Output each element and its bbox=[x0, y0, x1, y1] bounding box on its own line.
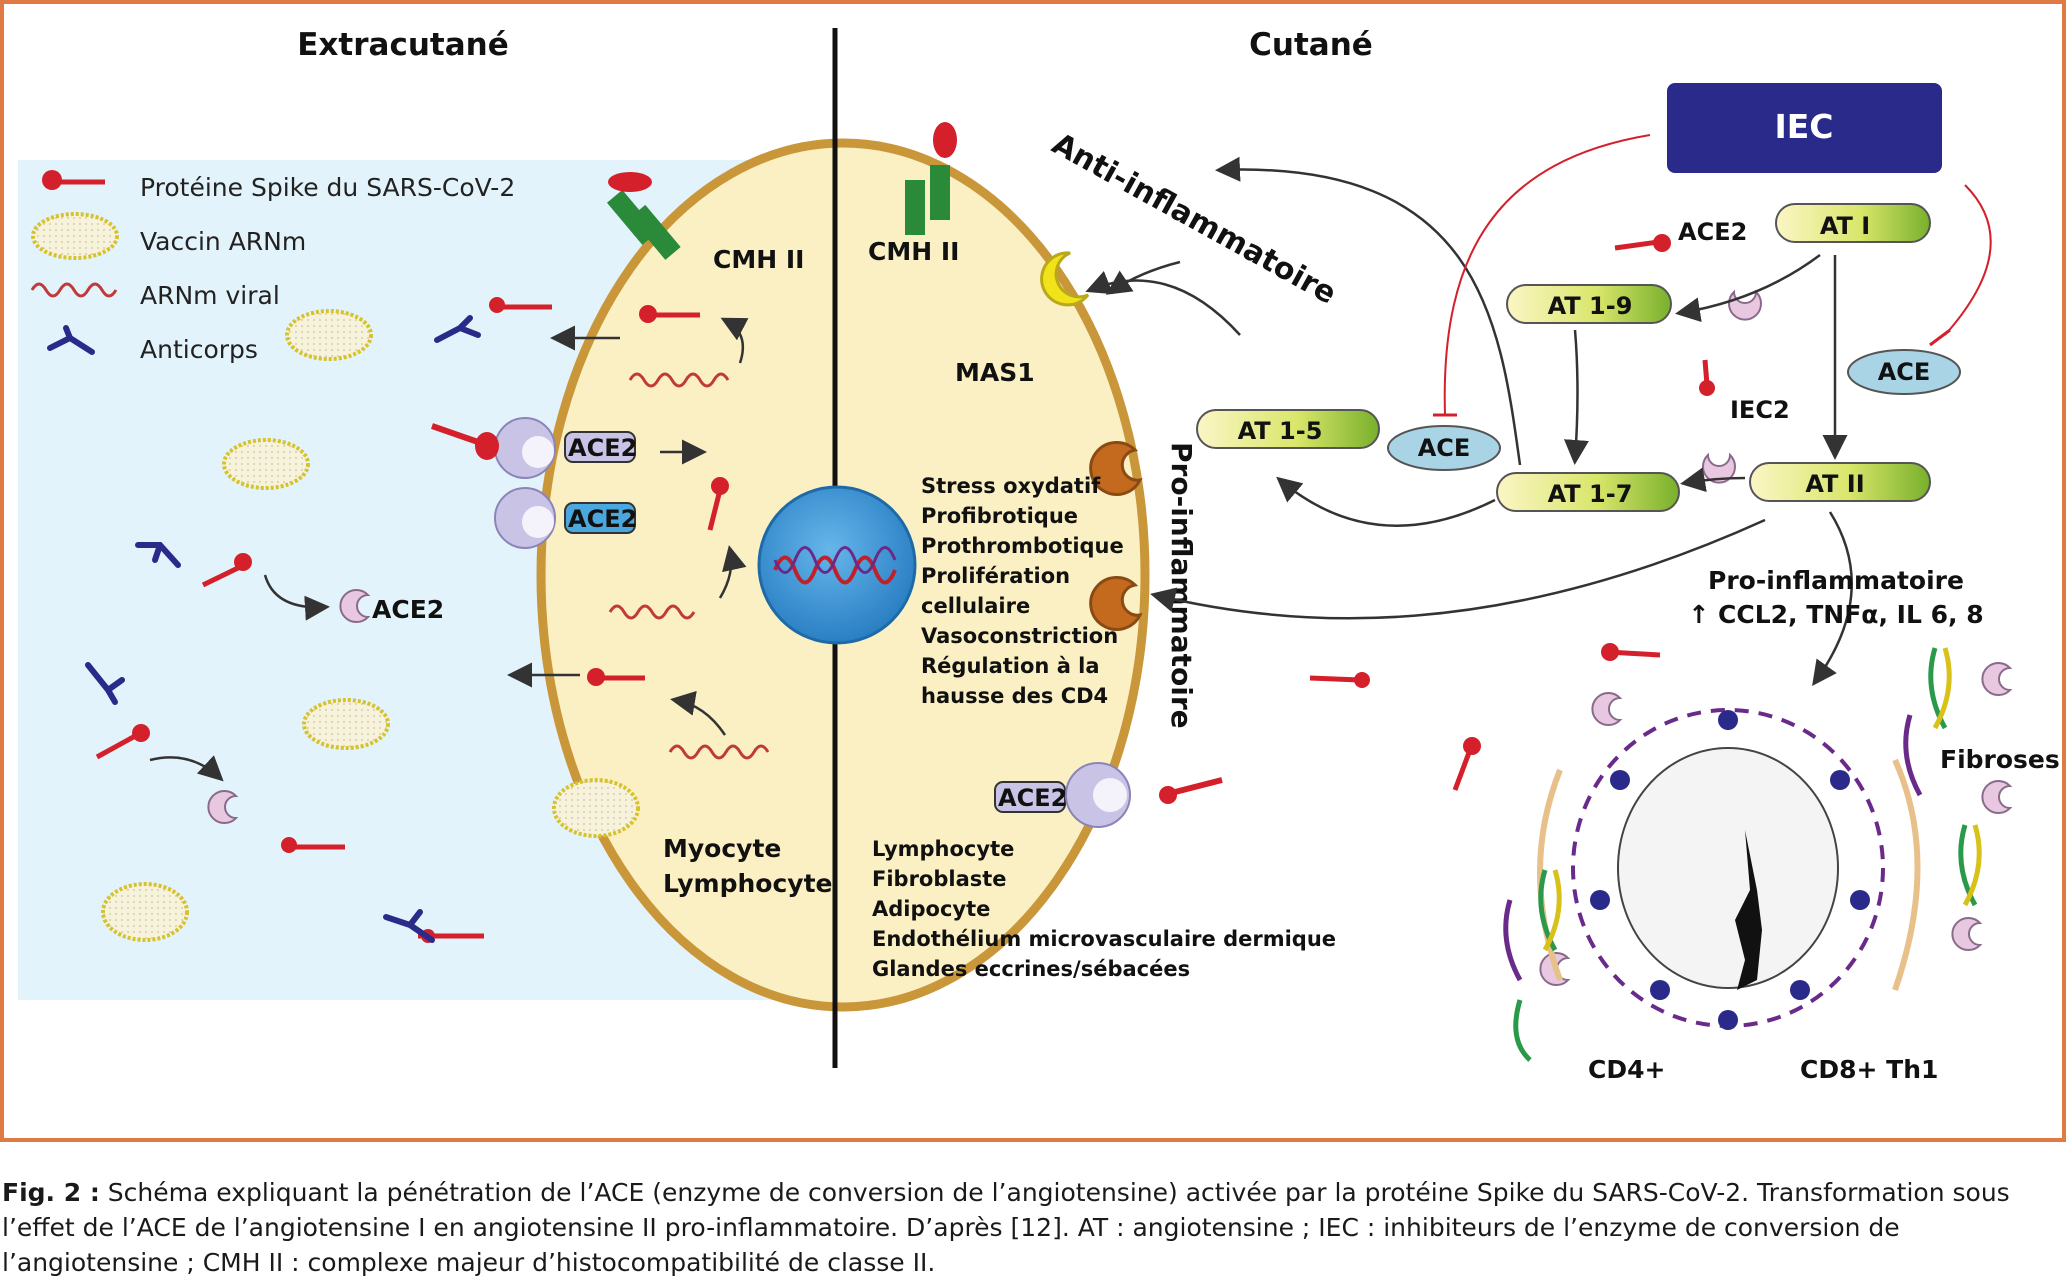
label-ace2-membrane: ACE2 bbox=[998, 784, 1067, 812]
spike-proteins bbox=[95, 234, 1715, 943]
heading-cutane: Cutané bbox=[1249, 27, 1373, 63]
effect-item: Profibrotique bbox=[921, 504, 1078, 528]
cell-type-item: Endothélium microvasculaire dermique bbox=[872, 927, 1336, 951]
free-ace2-icon bbox=[339, 589, 371, 623]
receptor-brown-1-icon bbox=[1089, 440, 1143, 496]
effect-item: Prolifération bbox=[921, 564, 1070, 588]
pill-at15: AT 1-5 bbox=[1196, 409, 1380, 449]
receptor-brown-2-icon bbox=[1089, 575, 1143, 631]
legend-label-spike: Protéine Spike du SARS-CoV-2 bbox=[140, 173, 515, 202]
pill-at1: AT I bbox=[1775, 203, 1931, 243]
ace2-receptor-membrane bbox=[994, 762, 1223, 828]
antibodies bbox=[85, 315, 481, 943]
mhc-ii-left-icon bbox=[606, 172, 681, 260]
collagen-helices bbox=[1503, 647, 1982, 1062]
antibody-icon bbox=[47, 325, 95, 355]
effect-item: cellulaire bbox=[921, 594, 1030, 618]
label-iec2: IEC2 bbox=[1730, 396, 1790, 424]
nucleus bbox=[757, 485, 917, 645]
vaccine-particles bbox=[101, 309, 640, 942]
figure-caption: Fig. 2 : Schéma expliquant la pénétratio… bbox=[2, 1175, 2062, 1280]
fibrosis-arc-right bbox=[1892, 758, 1921, 991]
label-mas1: MAS1 bbox=[955, 358, 1035, 387]
label-at17: AT 1-7 bbox=[1548, 480, 1633, 508]
label-fibroses: Fibroses bbox=[1940, 745, 2060, 774]
viral-mrna-icon bbox=[30, 282, 118, 298]
ace-oval-b: ACE bbox=[1847, 349, 1961, 395]
legend-label-vaccine: Vaccin ARNm bbox=[140, 227, 306, 256]
legend-label-antibody: Anticorps bbox=[140, 335, 258, 364]
left-arrows bbox=[149, 317, 749, 782]
legend: Protéine Spike du SARS-CoV-2 Vaccin ARNm… bbox=[30, 170, 515, 364]
cell-type-item: Fibroblaste bbox=[872, 867, 1007, 891]
label-cmh-left: CMH II bbox=[713, 245, 804, 274]
legend-label-viral-mrna: ARNm viral bbox=[140, 281, 280, 310]
pathway-arrows bbox=[1085, 156, 1853, 687]
label-at1: AT I bbox=[1820, 212, 1870, 240]
label-ace2-2: ACE2 bbox=[568, 505, 637, 533]
spike-protein-icon bbox=[42, 170, 105, 190]
label-at2: AT II bbox=[1805, 470, 1864, 498]
inhibition-lines bbox=[1433, 134, 1992, 417]
label-cd8: CD8+ Th1 bbox=[1800, 1055, 1938, 1084]
label-iec: IEC bbox=[1774, 107, 1833, 146]
cell-type-item: Lymphocyte bbox=[872, 837, 1014, 861]
mas1-receptor-icon bbox=[1040, 251, 1090, 307]
cell-types-list: Lymphocyte Fibroblaste Adipocyte Endothé… bbox=[872, 837, 1336, 981]
label-ace-b: ACE bbox=[1878, 358, 1931, 386]
label-at15: AT 1-5 bbox=[1238, 417, 1323, 445]
heading-extracutane: Extracutané bbox=[297, 27, 508, 63]
effect-item: hausse des CD4 bbox=[921, 684, 1108, 708]
viral-mrna-strands bbox=[608, 372, 770, 760]
effect-item: Vasoconstriction bbox=[921, 624, 1118, 648]
effect-item: Régulation à la bbox=[921, 654, 1100, 678]
label-cmh-right: CMH II bbox=[868, 237, 959, 266]
pill-at17: AT 1-7 bbox=[1496, 472, 1680, 512]
label-ace2-1: ACE2 bbox=[568, 434, 637, 462]
pill-at2: AT II bbox=[1749, 462, 1931, 502]
label-pro-inflam-title: Pro-inflammatoire bbox=[1708, 566, 1964, 595]
iec-box bbox=[1667, 83, 1942, 173]
label-ace2-free: ACE2 bbox=[372, 595, 444, 624]
effect-item: Prothrombotique bbox=[921, 534, 1124, 558]
label-pro-inflam-cytokines: ↑ CCL2, TNFα, IL 6, 8 bbox=[1688, 600, 1983, 629]
label-ace2-right: ACE2 bbox=[1678, 218, 1747, 246]
effect-item: Stress oxydatif bbox=[921, 474, 1101, 498]
ace2-receptor-1 bbox=[431, 417, 636, 479]
cell-type-item: Adipocyte bbox=[872, 897, 990, 921]
label-cell-left-1: Myocyte bbox=[663, 834, 781, 863]
label-ace-a: ACE bbox=[1418, 434, 1471, 462]
caption-lead: Fig. 2 : bbox=[2, 1178, 100, 1207]
mrna-vaccine-icon bbox=[31, 212, 119, 260]
cell-type-item: Glandes eccrines/sébacées bbox=[872, 957, 1190, 981]
label-cell-left-2: Lymphocyte bbox=[663, 869, 832, 898]
label-pro-inflammatoire-vertical: Pro-inflammatoire bbox=[1165, 442, 1198, 729]
pill-at19: AT 1-9 bbox=[1506, 284, 1672, 324]
label-cd4: CD4+ bbox=[1588, 1055, 1665, 1084]
mhc-ii-right-icon bbox=[905, 122, 957, 235]
fibrosis-arc-left bbox=[1537, 768, 1563, 982]
caption-text: Schéma expliquant la pénétration de l’AC… bbox=[2, 1178, 2010, 1277]
effects-list: Stress oxydatif Profibrotique Prothrombo… bbox=[921, 474, 1124, 708]
ace-oval-a: ACE bbox=[1387, 425, 1501, 471]
ace2-receptor-2 bbox=[494, 487, 636, 549]
lymphocyte-cluster bbox=[1571, 708, 1885, 1030]
label-at19: AT 1-9 bbox=[1548, 292, 1633, 320]
